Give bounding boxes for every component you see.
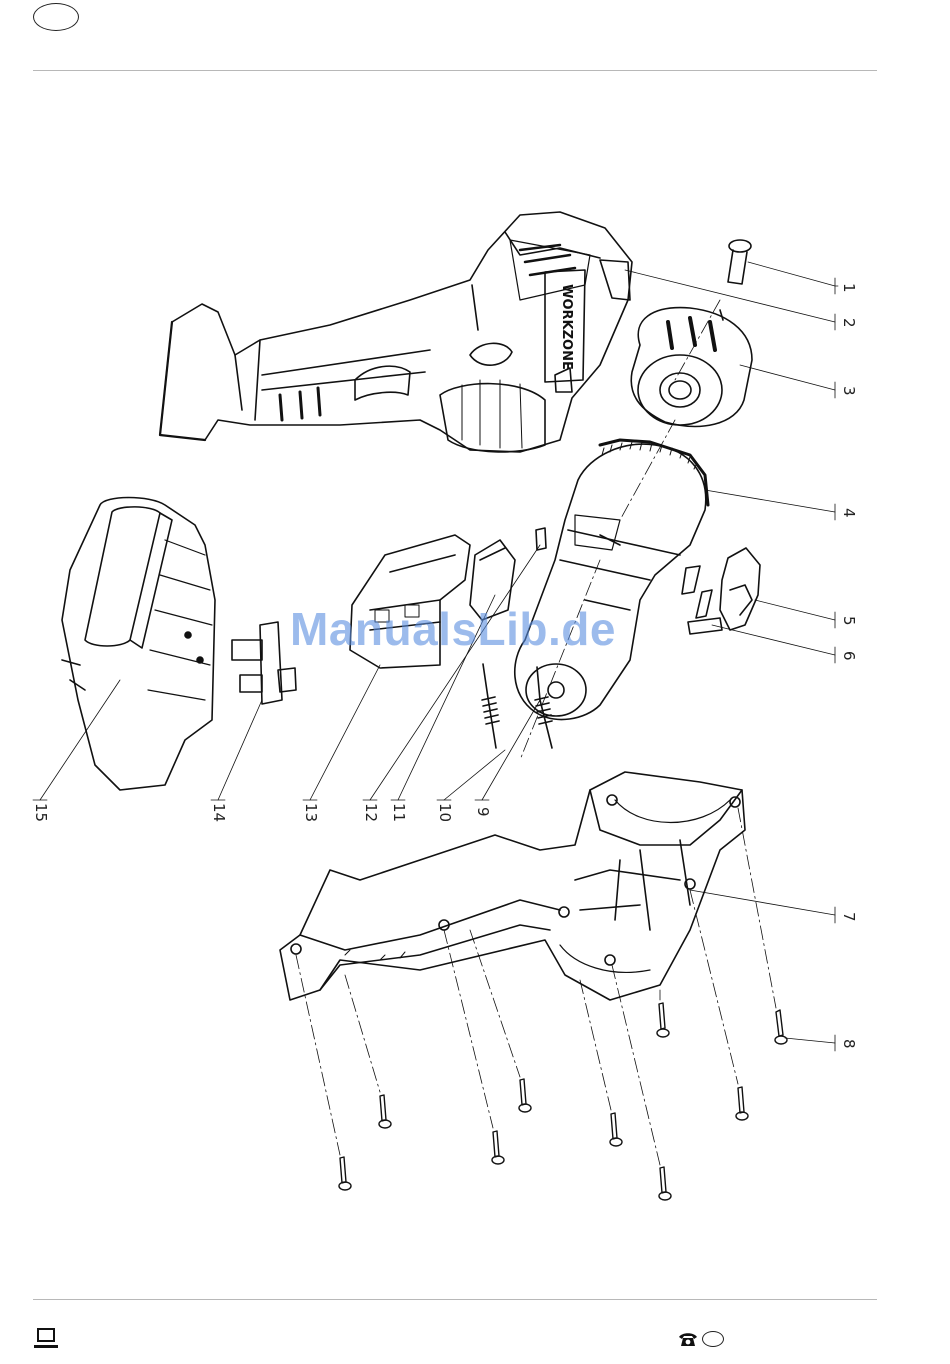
part-3-chuck [631, 308, 752, 427]
part-1-pin [728, 240, 751, 284]
part-9-spring [535, 667, 552, 748]
callout-6: 6 [840, 651, 858, 661]
screw [339, 1157, 351, 1190]
callout-11: 11 [390, 803, 408, 822]
screw [736, 1087, 748, 1120]
callout-15: 15 [32, 803, 50, 822]
footer-country-badge [702, 1331, 724, 1347]
callout-4: 4 [840, 508, 858, 518]
part-14-terminal [232, 622, 296, 704]
callout-10: 10 [436, 803, 454, 822]
callout-12: 12 [362, 803, 380, 822]
part-5-selector [720, 548, 760, 630]
part-10-spring [482, 664, 499, 748]
footer-divider [33, 1299, 877, 1300]
brand-label: WORKZONE [559, 284, 574, 370]
screw [519, 1079, 531, 1112]
part-4-gearbox-motor [515, 440, 708, 719]
phone-icon [678, 1331, 698, 1347]
screw [657, 1003, 669, 1037]
callout-9: 9 [474, 807, 492, 817]
callout-13: 13 [302, 803, 320, 822]
upper-housing: WORKZONE [160, 212, 632, 452]
screw [492, 1131, 504, 1164]
callout-14: 14 [210, 803, 228, 822]
callout-7: 7 [840, 912, 858, 922]
callout-1: 1 [840, 283, 858, 293]
part-7-housing-half [280, 772, 745, 1000]
callout-3: 3 [840, 386, 858, 396]
part-6-brushes [682, 566, 722, 634]
part-8-screws [339, 1003, 787, 1200]
service-contact [678, 1328, 724, 1350]
leader-lines [33, 262, 838, 1051]
screw [775, 1010, 787, 1044]
callout-8: 8 [840, 1039, 858, 1049]
screw [659, 1167, 671, 1200]
screw [379, 1095, 391, 1128]
screw [610, 1113, 622, 1146]
callout-5: 5 [840, 616, 858, 626]
laptop-icon [33, 1326, 59, 1350]
part-12-screw [536, 528, 546, 550]
assembly-lines [296, 300, 776, 1165]
part-15-battery [62, 498, 215, 791]
watermark: ManualsLib.de [290, 602, 616, 656]
callout-2: 2 [840, 318, 858, 328]
